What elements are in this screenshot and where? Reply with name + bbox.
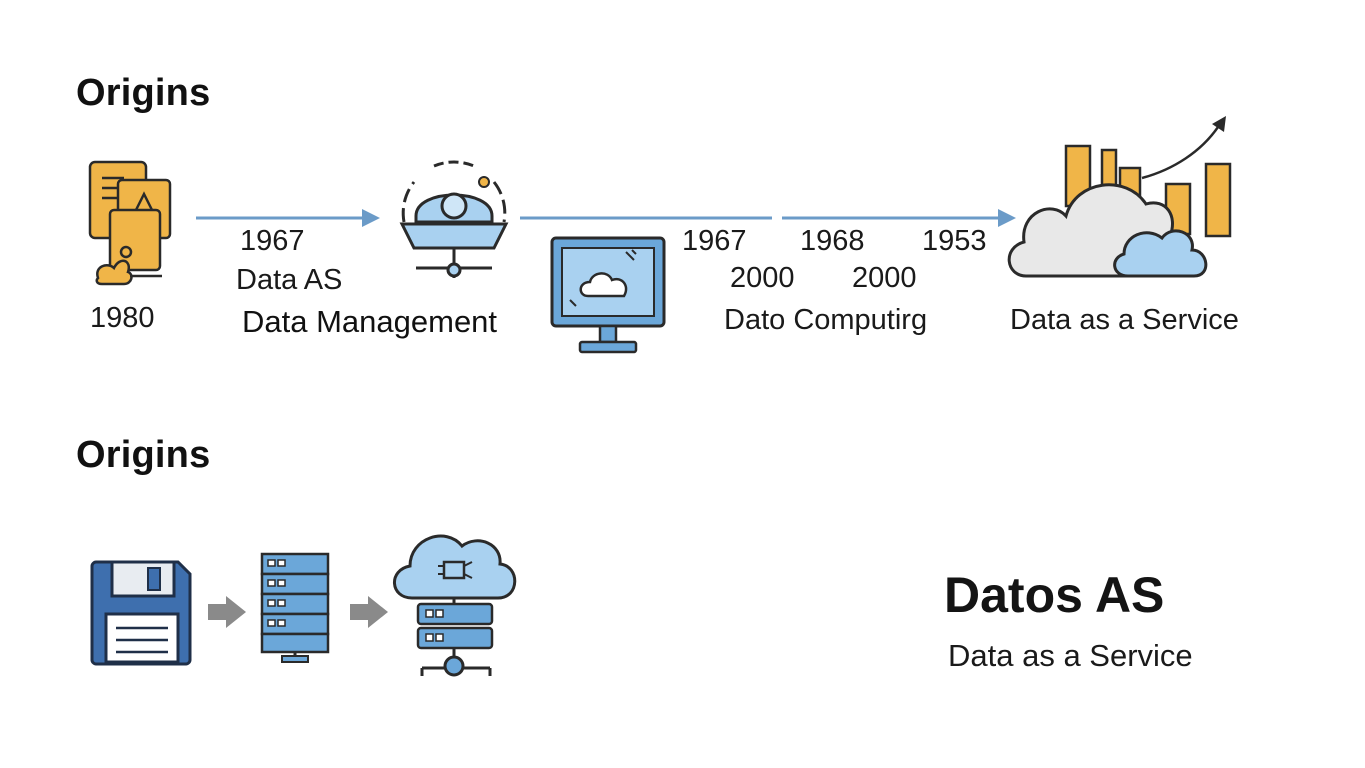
label-year-2000-b: 2000 — [852, 262, 917, 294]
cloud-growth-chart-icon — [1007, 116, 1232, 278]
server-rack-icon — [260, 552, 330, 663]
datos-as-title: Datos AS — [944, 567, 1165, 623]
section-heading-bottom: Origins — [76, 434, 211, 476]
section-heading-top: Origins — [76, 72, 211, 114]
cloud-server-icon — [393, 534, 517, 677]
timeline-arrow-3 — [782, 209, 1016, 227]
computer-cloud-icon — [550, 236, 666, 354]
flow-arrow-2 — [350, 596, 388, 628]
label-dato-computing: Dato Computirg — [724, 304, 928, 336]
label-year-1967-b: 1967 — [682, 225, 747, 257]
floppy-disk-icon — [90, 560, 192, 666]
label-year-1967-a: 1967 — [240, 225, 305, 257]
monitor-user-icon — [399, 160, 509, 278]
flow-arrow-1 — [208, 596, 246, 628]
documents-icon — [88, 160, 172, 286]
datos-as-subtitle: Data as a Service — [948, 638, 1193, 673]
label-year-1953: 1953 — [922, 225, 987, 257]
label-data-management: Data Management — [242, 304, 498, 339]
label-year-2000-a: 2000 — [730, 262, 795, 294]
label-data-as-a-service: Data as a Service — [1010, 304, 1239, 336]
timeline-line-2 — [520, 216, 772, 220]
label-year-1968: 1968 — [800, 225, 865, 257]
label-year-1980: 1980 — [90, 302, 155, 334]
timeline-arrow-1 — [196, 209, 380, 227]
label-data-as: Data AS — [236, 264, 343, 296]
